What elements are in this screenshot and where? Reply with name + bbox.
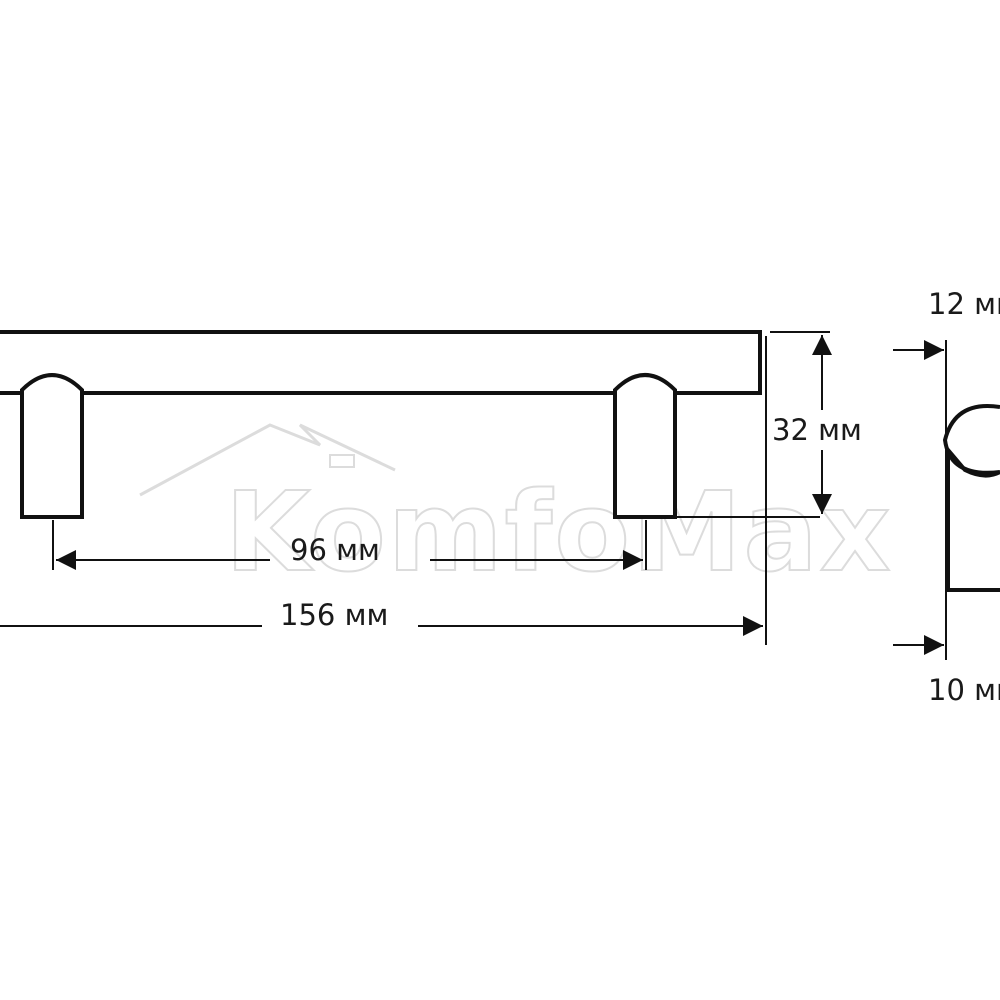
dimension-post-diameter-label: 10 мм: [928, 673, 1000, 707]
dimension-overall-length-label: 156 мм: [280, 598, 388, 632]
dimension-bar-diameter: 12 мм: [893, 287, 1000, 360]
right-post: [613, 373, 677, 519]
dimension-height-label: 32 мм: [772, 413, 862, 447]
side-view: [942, 340, 1000, 660]
watermark-house-icon: [139, 423, 396, 497]
dimension-height: 32 мм: [772, 335, 862, 514]
watermark-text: KomfoMax: [225, 468, 893, 596]
watermark: KomfoMax: [139, 423, 893, 597]
front-view: [0, 330, 820, 519]
watermark-window-icon: [329, 454, 355, 468]
dimension-hole-spacing: 96 мм: [56, 533, 643, 570]
extension-lines: [52, 331, 830, 645]
handle-bar: [0, 330, 762, 395]
dimension-bar-diameter-label: 12 мм: [928, 287, 1000, 321]
left-post: [20, 373, 84, 519]
side-post: [946, 444, 1000, 592]
dimension-overall-length: 156 мм: [0, 598, 763, 636]
dimension-hole-spacing-label: 96 мм: [290, 533, 380, 567]
side-bar-circle: [942, 404, 1000, 475]
dimension-post-diameter: 10 мм: [893, 635, 1000, 707]
